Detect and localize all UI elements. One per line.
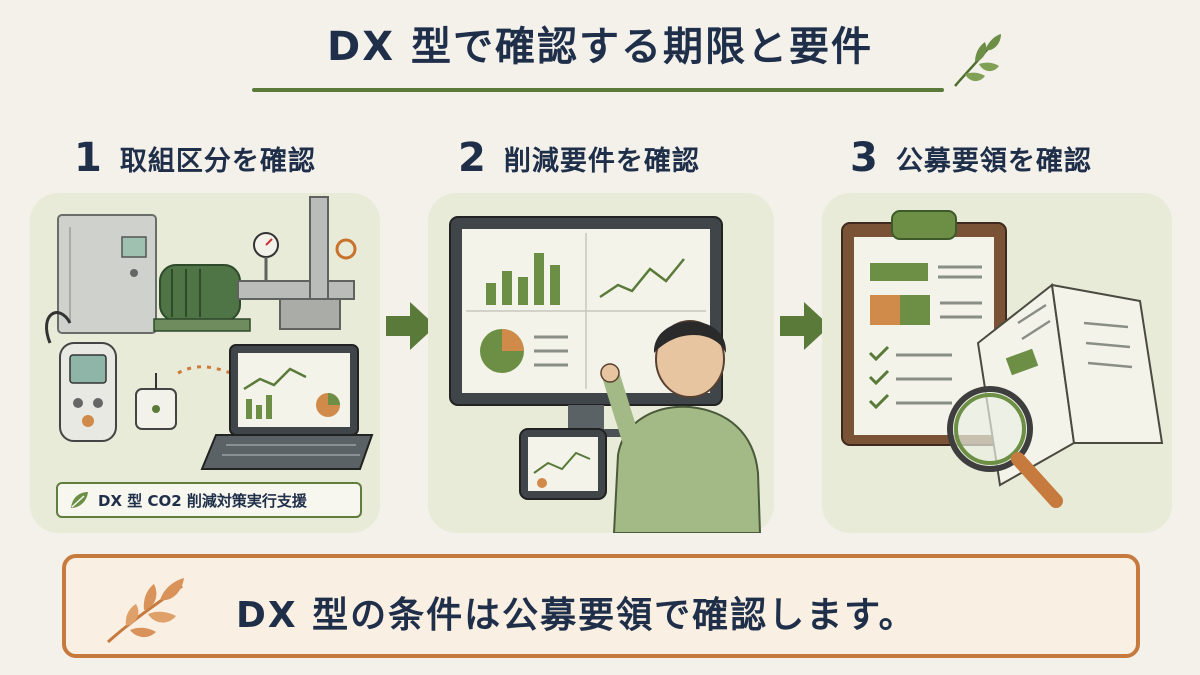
tablet-icon (519, 428, 607, 500)
step-2-illustration (449, 216, 762, 533)
step-1-illustration (45, 196, 374, 470)
pump-machine-icon (57, 196, 357, 334)
title-underline (252, 88, 944, 92)
laptop-icon (200, 344, 374, 470)
step-2-label: 削減要件を確認 (503, 145, 700, 177)
step-2-number: 2 (458, 135, 486, 181)
title-wrap: DX 型で確認する期限と要件 (0, 14, 1200, 72)
step-2-heading: 2 削減要件を確認 (458, 135, 700, 181)
arrow-right-icon (386, 302, 436, 350)
badge-label: DX 型 CO2 削減対策実行支援 (98, 491, 307, 510)
step-3-number: 3 (850, 135, 878, 181)
leaf-sprig-icon (106, 578, 184, 644)
arrow-right-icon (780, 302, 830, 350)
leaf-icon (71, 492, 88, 508)
step-3-panel (822, 193, 1172, 533)
step-1-label: 取組区分を確認 (119, 145, 316, 177)
step-1-number: 1 (74, 135, 102, 181)
footer-message: DX 型の条件は公募要領で確認します。 (236, 595, 917, 636)
page-title: DX 型で確認する期限と要件 (327, 24, 873, 70)
step-3-illustration (841, 210, 1164, 508)
person-illustration (600, 320, 762, 533)
sensor-device-icon (45, 311, 177, 442)
magnifier-icon (947, 386, 1063, 508)
step-3-label: 公募要領を確認 (895, 145, 1092, 177)
step-2-panel (428, 193, 774, 533)
dx-support-badge: DX 型 CO2 削減対策実行支援 (56, 482, 362, 518)
step-1-panel (30, 193, 380, 533)
leaf-sprig-icon (954, 34, 1001, 87)
step-1-heading: 1 取組区分を確認 (74, 135, 316, 181)
step-3-heading: 3 公募要領を確認 (850, 135, 1092, 181)
footer-callout: DX 型の条件は公募要領で確認します。 (62, 554, 1140, 658)
